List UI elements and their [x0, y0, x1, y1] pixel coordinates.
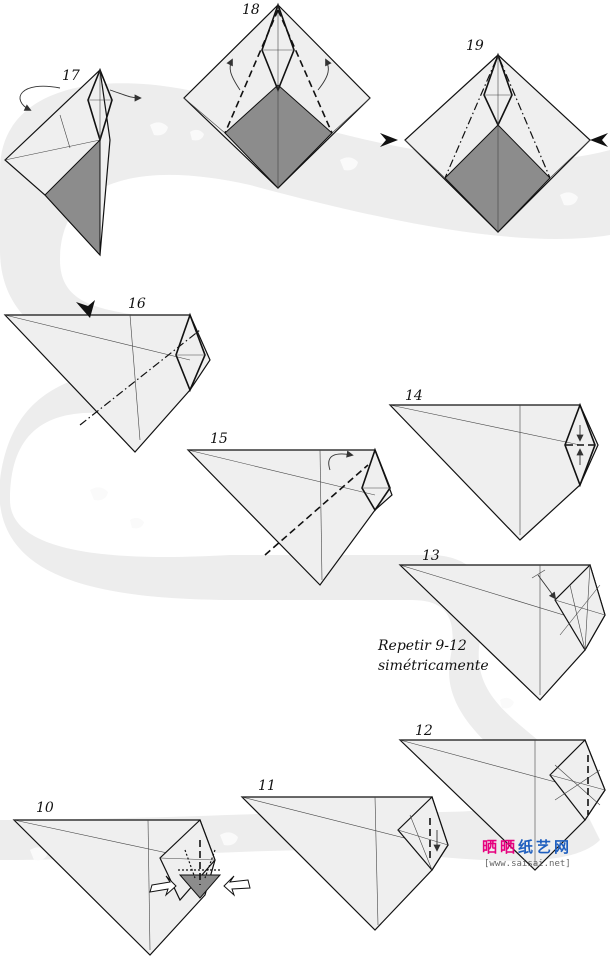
step-16-figure — [3, 300, 211, 453]
step-12-figure — [398, 738, 606, 871]
repeat-note-line1: Repetir 9-12 — [377, 638, 467, 654]
step-14-figure — [388, 402, 599, 541]
step-label-10: 10 — [36, 800, 54, 816]
step-label-15: 15 — [210, 431, 228, 447]
watermark-char-1: 晒 — [482, 838, 497, 856]
step-10-figure — [12, 818, 251, 956]
step-label-19: 19 — [466, 38, 484, 54]
step-label-11: 11 — [258, 778, 276, 794]
step-18-figure — [183, 2, 371, 189]
step-11-figure — [240, 795, 449, 931]
step-label-13: 13 — [422, 548, 440, 564]
watermark-char-3: 纸 — [518, 838, 533, 856]
step-label-14: 14 — [405, 388, 423, 404]
step-19-figure — [380, 52, 608, 233]
step-label-16: 16 — [128, 296, 146, 312]
step-17-figure — [4, 67, 142, 257]
background-path-band — [0, 83, 610, 861]
watermark-char-2: 晒 — [500, 838, 515, 856]
watermark-char-5: 网 — [554, 838, 569, 856]
step-label-18: 18 — [242, 2, 260, 18]
step-13-figure — [398, 563, 606, 701]
watermark-url: [www.saisai.net] — [484, 859, 571, 869]
step-label-17: 17 — [62, 68, 80, 84]
repeat-note-line2: simétricamente — [378, 658, 489, 674]
step-label-12: 12 — [415, 723, 433, 739]
watermark: 晒 晒 纸 艺 网 [www.saisai.net] — [482, 838, 571, 869]
watermark-char-4: 艺 — [536, 838, 551, 856]
step-15-figure — [186, 447, 393, 586]
